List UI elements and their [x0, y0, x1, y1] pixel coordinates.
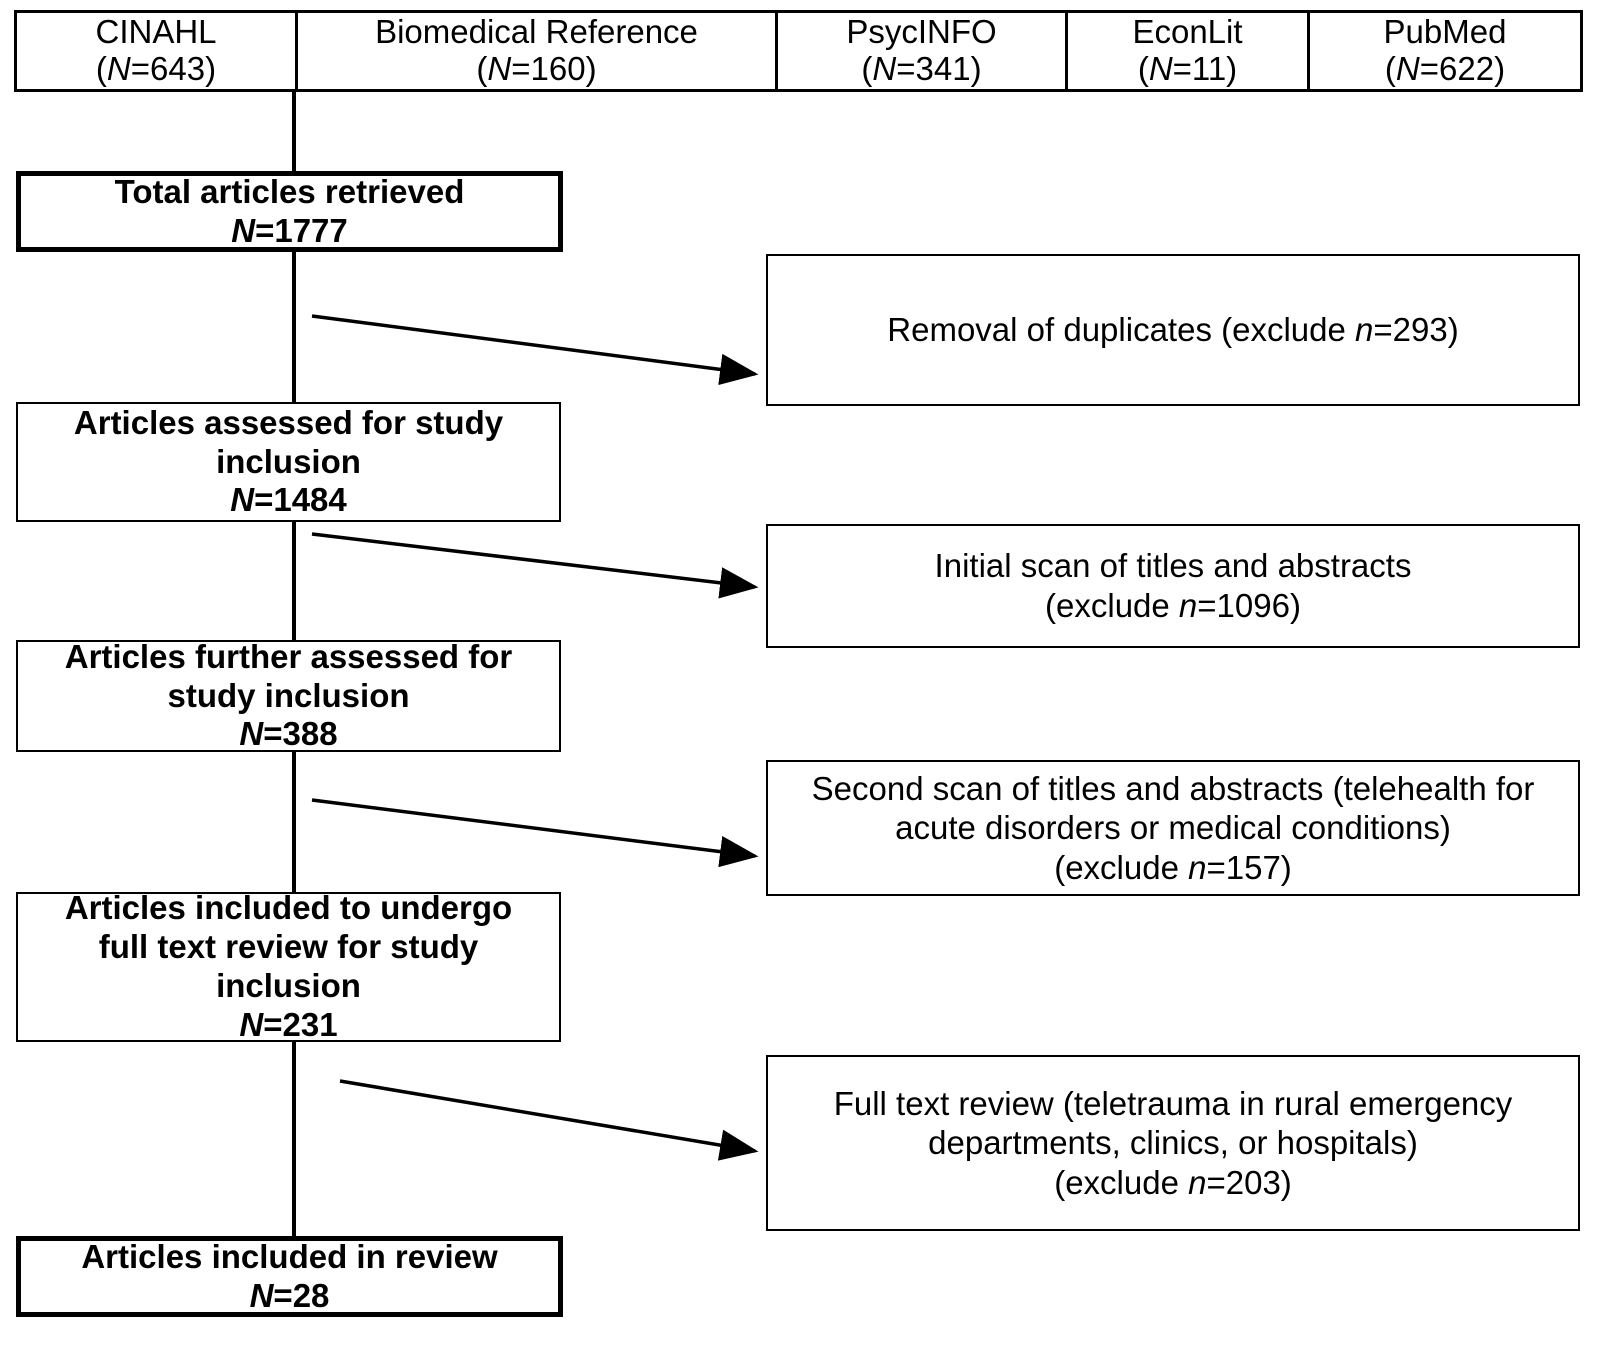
stage-line-2: study inclusion	[167, 676, 410, 714]
stage-box-included-in-review: Articles included in review N=28	[16, 1236, 563, 1317]
exclusion-line-3: (exclude n=203)	[1054, 1163, 1292, 1201]
source-count: (N=160)	[476, 50, 597, 87]
source-column-cinahl: CINAHL (N=643)	[17, 13, 298, 89]
stage-line-3: N=1484	[230, 481, 347, 519]
exclusion-box-initial-scan: Initial scan of titles and abstracts (ex…	[766, 524, 1580, 648]
exclusion-line-2: departments, clinics, or hospitals)	[928, 1124, 1418, 1162]
stage-line-1: Articles included to undergo	[64, 889, 513, 927]
stage-box-assessed-for-inclusion: Articles assessed for study inclusion N=…	[16, 402, 561, 522]
exclusion-line-1: Removal of duplicates (exclude n=293)	[887, 311, 1459, 349]
connector-spine-box4-to-box5	[292, 1042, 296, 1236]
source-column-biomedical-reference: Biomedical Reference (N=160)	[298, 13, 778, 89]
stage-line-2: inclusion	[216, 442, 361, 480]
connector-spine-box2-to-box3	[292, 522, 296, 640]
exclusion-box-full-text-review: Full text review (teletrauma in rural em…	[766, 1055, 1580, 1231]
source-count: (N=622)	[1384, 50, 1506, 87]
source-column-psycinfo: PsycINFO (N=341)	[778, 13, 1068, 89]
source-name: CINAHL	[95, 13, 217, 51]
stage-line-2: full text review for study	[98, 928, 479, 966]
stage-line-1: Total articles retrieved	[114, 172, 465, 210]
arrow-to-full-text-review	[339, 1079, 759, 1161]
source-name: Biomedical Reference	[375, 13, 698, 51]
arrow-to-removal-of-duplicates	[311, 314, 759, 386]
connector-spine-box3-to-box4	[292, 752, 296, 892]
exclusion-line-2: (exclude n=1096)	[1045, 587, 1301, 624]
stage-line-3: inclusion	[216, 967, 361, 1004]
stage-line-1: Articles further assessed for	[64, 637, 513, 675]
stage-line-2: N=1777	[231, 211, 348, 249]
stage-line-1: Articles assessed for study	[73, 403, 504, 441]
source-name: PsycINFO	[846, 13, 997, 51]
connector-spine-box1-to-box2	[292, 252, 296, 402]
arrow-to-initial-scan	[311, 532, 759, 599]
stage-line-1: Articles included in review	[81, 1237, 498, 1275]
stage-box-total-retrieved: Total articles retrieved N=1777	[16, 171, 563, 252]
stage-line-2: N=28	[249, 1276, 330, 1314]
exclusion-line-2: acute disorders or medical conditions)	[895, 809, 1451, 847]
exclusion-box-removal-of-duplicates: Removal of duplicates (exclude n=293)	[766, 254, 1580, 406]
source-column-pubmed: PubMed (N=622)	[1310, 13, 1580, 89]
exclusion-line-1: Second scan of titles and abstracts (tel…	[811, 769, 1535, 807]
source-count: (N=11)	[1137, 50, 1238, 87]
exclusion-line-3: (exclude n=157)	[1054, 848, 1292, 886]
stage-line-4: N=231	[239, 1005, 338, 1043]
stage-box-further-assessed: Articles further assessed for study incl…	[16, 637, 561, 753]
source-name: EconLit	[1132, 13, 1243, 51]
database-source-table: CINAHL (N=643) Biomedical Reference (N=1…	[14, 10, 1583, 92]
stage-line-3: N=388	[239, 715, 338, 753]
source-count: (N=643)	[95, 50, 217, 87]
connector-spine-header-to-box1	[292, 92, 296, 172]
source-name: PubMed	[1383, 13, 1507, 51]
exclusion-box-second-scan: Second scan of titles and abstracts (tel…	[766, 760, 1580, 896]
stage-box-full-text-review-included: Articles included to undergo full text r…	[16, 889, 561, 1043]
arrow-to-second-scan	[311, 798, 759, 868]
source-column-econlit: EconLit (N=11)	[1068, 13, 1310, 89]
source-count: (N=341)	[861, 50, 982, 87]
exclusion-line-1: Initial scan of titles and abstracts	[934, 547, 1412, 585]
exclusion-line-1: Full text review (teletrauma in rural em…	[833, 1084, 1513, 1122]
